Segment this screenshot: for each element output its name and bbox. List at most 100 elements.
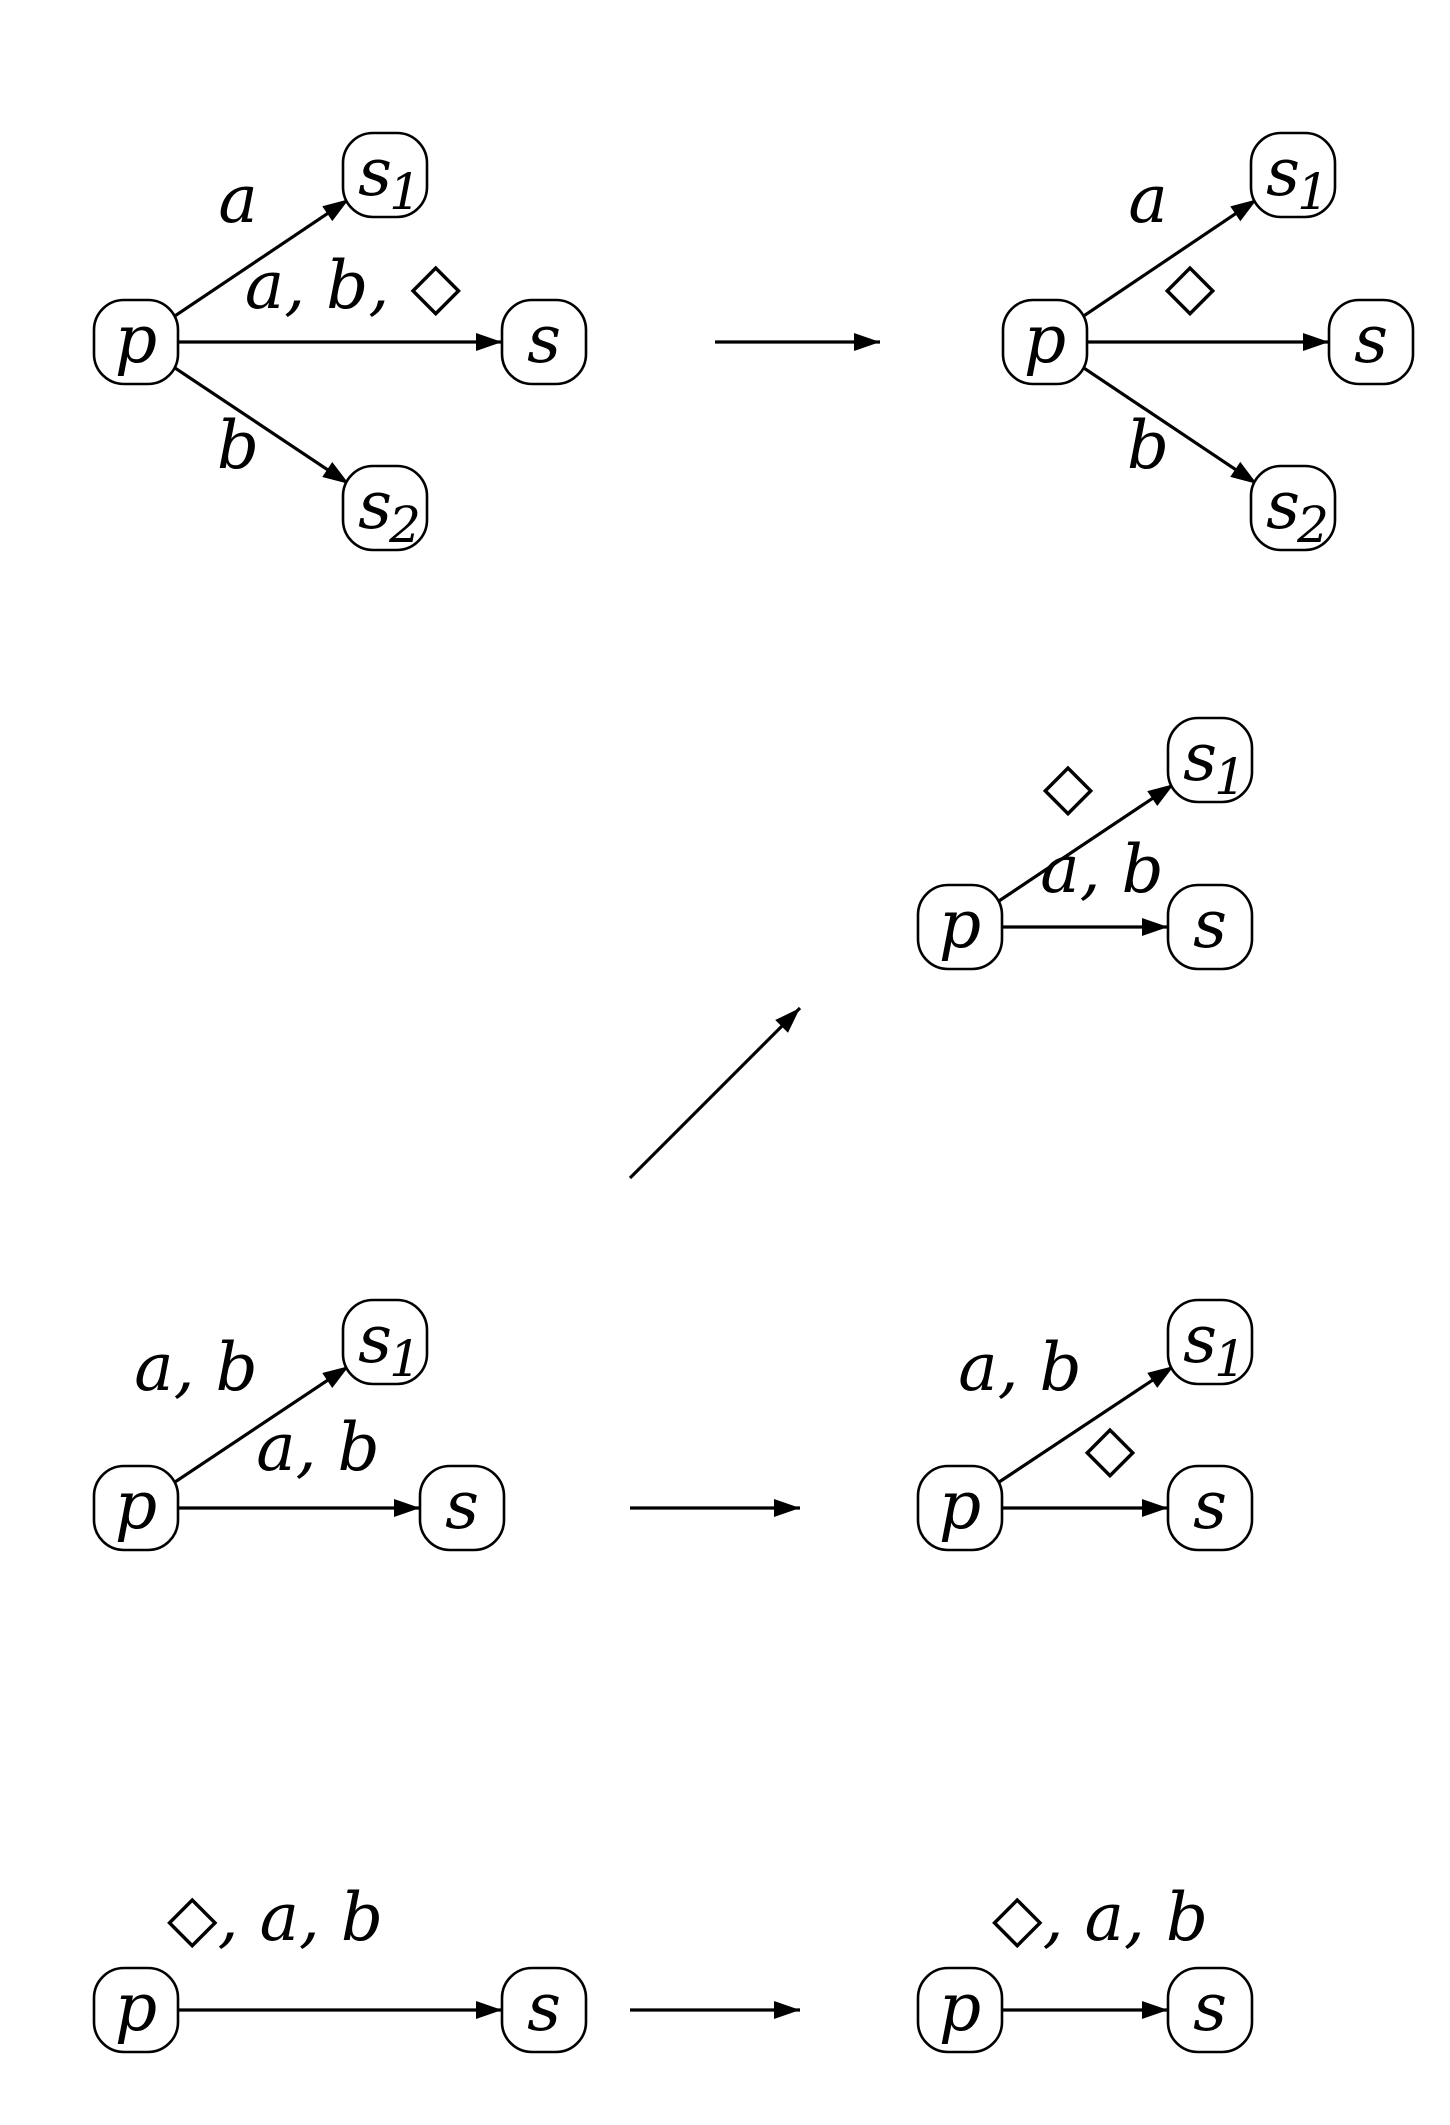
edge-line [995,782,1175,905]
state-subscript: 1 [1214,748,1246,806]
edge-label: a, b [1040,831,1164,908]
edge-arrowhead [1142,2001,1168,2019]
state-node-s2: s2 [1249,464,1337,554]
state-label: s [527,301,561,378]
panel-row1-right [1080,197,1329,486]
edge-p-to-s2 [1080,364,1258,486]
state-subscript: 1 [389,163,421,221]
state-label: p [115,1969,157,2046]
state-box [1166,1298,1254,1386]
state-label: s [1183,1301,1217,1378]
state-node-p: p [92,1464,180,1552]
edge-p-to-s [1002,1499,1168,1517]
state-label: p [1024,301,1066,378]
state-box [92,1966,180,2054]
state-label: p [939,1467,981,1544]
edge-arrowhead [476,333,502,351]
edge-arrowhead [322,199,349,222]
state-subscript: 1 [1214,1330,1246,1388]
edge-label: ◇ [1085,1409,1136,1486]
state-box [1249,464,1337,552]
edge-arrowhead [1142,1499,1168,1517]
edge-arrowhead [1230,461,1257,484]
panel-row2-top [995,782,1175,936]
state-label: s [358,134,392,211]
state-node-s: s [418,1464,506,1552]
state-node-p: p [916,883,1004,971]
state-label: s [1354,301,1388,378]
edge-label: ◇ [1165,247,1216,324]
edge-line [171,1364,350,1486]
state-box [92,1464,180,1552]
edge-label: b [1127,407,1169,484]
transformation-arrow-line [628,1006,802,1180]
state-node-s: s [1166,1966,1254,2054]
state-box [1166,883,1254,971]
edge-arrowhead [1147,784,1174,807]
state-box [341,1298,429,1386]
state-label: s [1266,467,1300,544]
transformation-arrowhead [775,1008,800,1033]
edge-arrowhead [1142,918,1168,936]
state-node-s1: s1 [341,1298,429,1388]
edge-arrowhead [476,2001,502,2019]
edge-p-to-s1 [1080,197,1258,320]
edge-p-to-s1 [171,197,350,320]
edge-arrowhead [322,462,349,484]
transformation-arrow-row1-left-to-row1-right [715,333,880,351]
state-label: p [939,1969,981,2046]
edge-arrowhead [1303,333,1329,351]
state-node-s1: s1 [1166,1298,1254,1388]
state-box [1166,1464,1254,1552]
state-label: s [445,1467,479,1544]
edge-p-to-s1 [995,1364,1175,1486]
edge-arrowhead [394,1499,420,1517]
edge-p-to-s [1087,333,1329,351]
edge-line [171,197,350,320]
edge-label: a, b [134,1329,258,1406]
edges [171,197,1329,2019]
edge-label: a, b, ◇ [245,247,462,324]
edge-arrowhead [322,1366,349,1388]
state-node-s: s [500,298,588,386]
transformation-arrowhead [774,1499,800,1517]
state-node-s2: s2 [341,464,429,554]
state-box [341,464,429,552]
state-box [1327,298,1415,386]
edge-label: a [1128,161,1167,238]
edge-label: ◇, a, b [167,1879,383,1956]
state-box [916,1464,1004,1552]
edge-p-to-s1 [995,782,1175,905]
state-label: p [939,886,981,963]
state-box [916,883,1004,971]
state-box [92,298,180,386]
state-subscript: 1 [389,1330,421,1388]
panel-row4-right [1002,2001,1168,2019]
state-node-s: s [1166,883,1254,971]
edge-line [995,1364,1175,1486]
edge-label: ◇, a, b [992,1879,1208,1956]
edge-line [1080,364,1258,486]
state-label: s [1183,719,1217,796]
transformation-arrows [628,333,880,2019]
state-node-p: p [916,1464,1004,1552]
state-node-s: s [1166,1464,1254,1552]
state-box [1166,716,1254,804]
state-node-s1: s1 [1166,716,1254,806]
transformation-arrow-row3-left-to-row2-top [628,1006,802,1180]
state-subscript: 2 [1296,496,1329,554]
state-box [1249,131,1337,219]
state-label: s [358,1301,392,1378]
edge-p-to-s [178,333,502,351]
edge-p-to-s [178,1499,420,1517]
state-label: s [1266,134,1300,211]
edge-p-to-s [1002,918,1168,936]
transformation-arrow-row4-left-to-row4-right [630,2001,800,2019]
state-subscript: 2 [388,496,421,554]
edge-line [1080,197,1258,320]
state-node-p: p [1001,298,1089,386]
edge-arrowhead [1230,199,1257,222]
edge-label: b [217,407,259,484]
state-node-s1: s1 [341,131,429,221]
state-box [916,1966,1004,2054]
